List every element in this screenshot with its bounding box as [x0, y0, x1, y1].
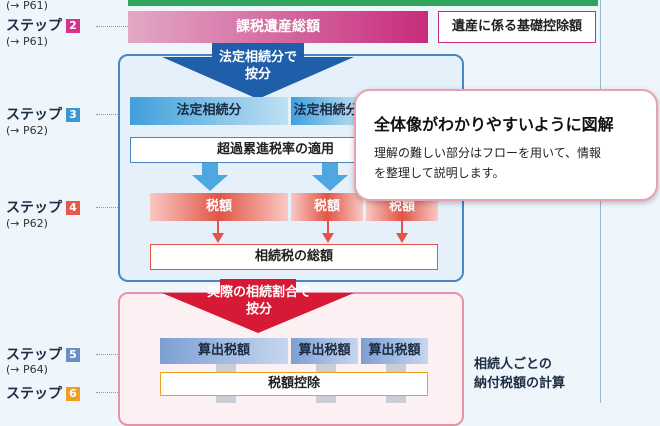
step-4-ref: (→ P62): [6, 217, 48, 230]
step-3-leader: [96, 114, 128, 115]
step-4-number: 4: [66, 201, 80, 215]
computed-tax-cell-2: 算出税額: [291, 338, 358, 364]
blue-arrow-1: [192, 163, 228, 191]
callout-title: 全体像がわかりやすいように図解: [374, 115, 614, 134]
step-6-number: 6: [66, 387, 80, 401]
red-arrow-2: [322, 221, 334, 243]
legal-share-cell-2: 法定相続分: [291, 97, 361, 125]
computed-tax-cell-3: 算出税額: [361, 338, 428, 364]
taxable-estate-box: 課税遺産総額: [128, 11, 428, 43]
connector-6: [386, 396, 406, 403]
tax-credit-box: 税額控除: [160, 372, 428, 396]
connector-4: [216, 396, 236, 403]
tax-amount-cell-1: 税額: [150, 193, 288, 221]
split-actual-arrow: [162, 279, 354, 333]
red-arrow-3: [396, 221, 408, 243]
per-heir-note: 相続人ごとの 納付税額の計算: [474, 357, 566, 391]
callout-body: 理解の難しい部分はフローを用いて、情報 を整理して説明します。: [374, 146, 602, 180]
split-actual-text: 実際の相続割合で 按分: [206, 285, 311, 317]
basic-deduction-box: 遺産に係る基礎控除額: [438, 11, 596, 43]
top-ref: (→ P61): [6, 0, 48, 12]
step-5-ref: (→ P64): [6, 363, 48, 376]
step-2-label: ステップ 2: [6, 15, 80, 35]
step-3-ref: (→ P62): [6, 124, 48, 137]
step-5-number: 5: [66, 348, 80, 362]
step-3-number: 3: [66, 108, 80, 122]
feature-callout: 全体像がわかりやすいように図解 理解の難しい部分はフローを用いて、情報 を整理し…: [354, 89, 658, 201]
step-word: ステップ: [6, 18, 62, 34]
connector-3: [386, 364, 406, 372]
split-legal-arrow: [162, 43, 354, 99]
computed-tax-cell-1: 算出税額: [160, 338, 288, 364]
step-2-number: 2: [66, 19, 80, 33]
blue-arrow-2: [312, 163, 348, 191]
step-2-leader: [96, 26, 128, 27]
progressive-rate-box: 超過累進税率の適用: [130, 137, 362, 163]
step-2-ref: (→ P61): [6, 35, 48, 48]
tax-amount-cell-2: 税額: [291, 193, 363, 221]
connector-2: [316, 364, 336, 372]
split-legal-text: 法定相続分で 按分: [218, 50, 297, 82]
legal-share-cell-1: 法定相続分: [130, 97, 288, 125]
top-strip: [128, 0, 598, 6]
total-tax-box: 相続税の総額: [150, 244, 438, 270]
connector-1: [216, 364, 236, 372]
connector-5: [316, 396, 336, 403]
red-arrow-1: [212, 221, 224, 243]
